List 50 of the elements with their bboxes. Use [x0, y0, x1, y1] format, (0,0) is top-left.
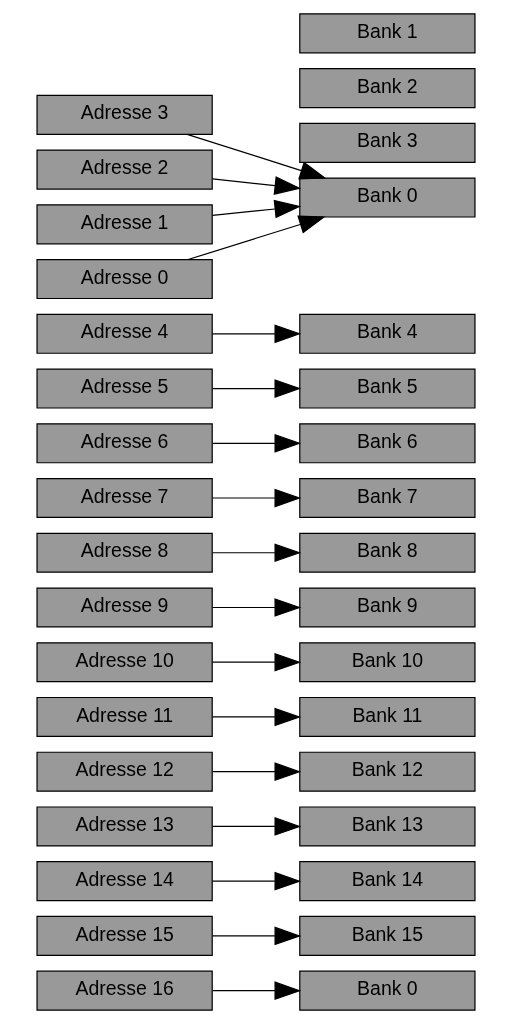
node-box: Bank 8: [299, 532, 476, 573]
node-box: Bank 3: [299, 122, 476, 163]
arrow: [211, 433, 302, 453]
node-box: Adresse 11: [36, 696, 213, 737]
node-box: Bank 1: [299, 12, 476, 53]
node-box: Bank 9: [299, 586, 476, 628]
node-box: Adresse 4: [36, 313, 213, 354]
node-box: Bank 10: [299, 641, 476, 682]
node-box: Adresse 5: [36, 367, 213, 409]
arrow: [187, 215, 326, 260]
node-box: Bank 15: [299, 915, 476, 956]
node-box: Adresse 2: [36, 149, 213, 190]
node-box: Bank 13: [299, 805, 476, 846]
node-box: Bank 0: [299, 177, 476, 218]
arrow: [211, 488, 302, 507]
arrow: [211, 980, 302, 1000]
node-box: Adresse 16: [36, 970, 213, 1011]
arrow: [211, 871, 302, 891]
node-box: Bank 14: [299, 860, 476, 901]
node-box: Adresse 13: [36, 805, 213, 846]
arrow: [211, 597, 302, 617]
arrow: [211, 926, 302, 945]
arrow: [211, 542, 302, 562]
node-box: Adresse 1: [36, 203, 213, 244]
node-box: Adresse 7: [36, 477, 213, 518]
arrow: [211, 707, 302, 726]
node-box: Bank 0: [299, 970, 476, 1011]
arrow: [211, 761, 302, 781]
node-box: Adresse 15: [36, 915, 213, 956]
arrow: [211, 323, 302, 343]
node-box: Bank 7: [299, 477, 476, 518]
node-box: Bank 12: [299, 751, 476, 792]
node-box: Adresse 6: [36, 422, 213, 463]
node-box: Adresse 9: [36, 586, 213, 628]
node-box: Bank 2: [299, 67, 476, 108]
node-box: Bank 4: [299, 313, 476, 354]
arrow: [211, 378, 302, 398]
node-box: Bank 11: [299, 696, 476, 737]
node-box: Adresse 3: [36, 94, 213, 135]
node-box: Bank 6: [299, 422, 476, 463]
arrow: [211, 175, 302, 195]
arrow: [211, 652, 302, 672]
node-box: Bank 5: [299, 367, 476, 409]
arrow: [211, 199, 302, 218]
node-box: Adresse 14: [36, 860, 213, 901]
node-box: Adresse 0: [36, 258, 213, 299]
arrow: [211, 816, 302, 836]
node-box: Adresse 12: [36, 751, 213, 792]
node-box: Adresse 8: [36, 532, 213, 573]
node-box: Adresse 10: [36, 641, 213, 682]
